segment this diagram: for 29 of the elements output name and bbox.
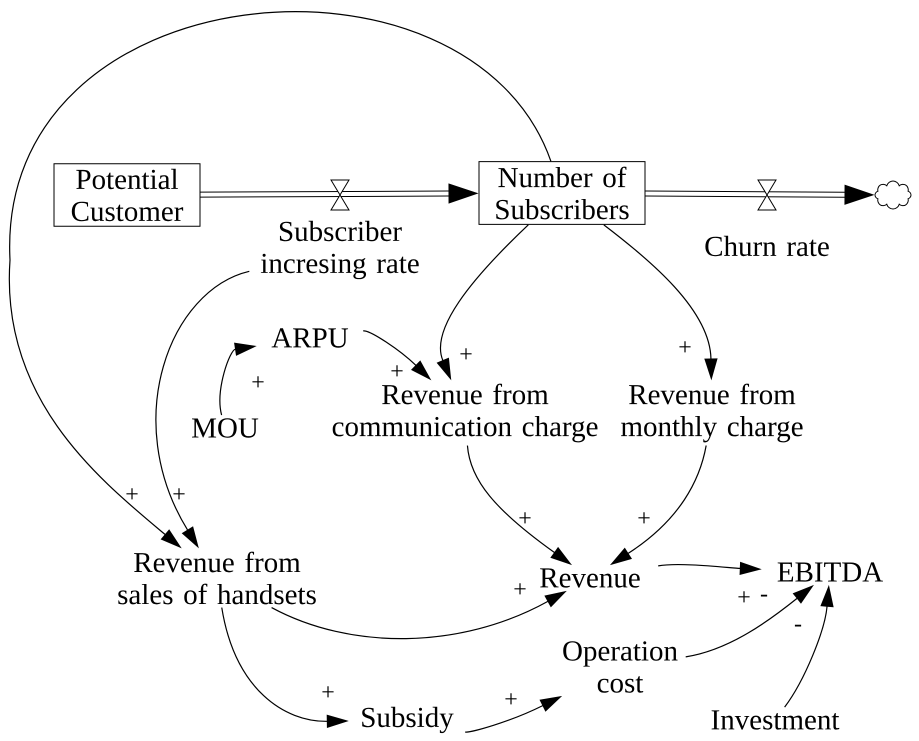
polarity-sign: +: [519, 512, 531, 524]
polarity-sign: +: [679, 341, 691, 352]
stock-box: Potential Customer: [54, 163, 200, 227]
variable-label: Revenue from communication charge: [332, 384, 598, 442]
variable-label: Operation cost: [563, 641, 678, 693]
variable-label: Churn rate: [705, 236, 829, 256]
variable-label: Revenue: [540, 568, 640, 588]
polarity-sign: +: [252, 376, 264, 388]
stock-box: Number of Subscribers: [478, 161, 646, 225]
variable-label: Subsidy: [362, 706, 454, 734]
variable-label: ARPU: [272, 328, 348, 348]
polarity-sign: -: [794, 624, 802, 627]
polarity-sign: +: [126, 488, 138, 500]
variable-label: Subscriber incresing rate: [260, 220, 419, 280]
polarity-sign: +: [638, 512, 650, 524]
polarity-sign: +: [173, 488, 185, 500]
cloud-symbol: [874, 180, 912, 210]
variable-label: Revenue from monthly charge: [621, 384, 803, 442]
variable-label: Investment: [712, 710, 840, 730]
polarity-sign: +: [460, 348, 472, 360]
polarity-sign: +: [322, 686, 334, 698]
polarity-sign: +: [505, 693, 517, 704]
polarity-sign: +: [391, 365, 403, 376]
variable-label: MOU: [192, 418, 258, 438]
polarity-sign: +: [514, 583, 526, 594]
polarity-sign: -: [760, 594, 768, 597]
polarity-sign: +: [738, 591, 750, 602]
variable-label: Revenue from sales of handsets: [118, 552, 316, 604]
variable-label: EBITDA: [778, 562, 883, 582]
